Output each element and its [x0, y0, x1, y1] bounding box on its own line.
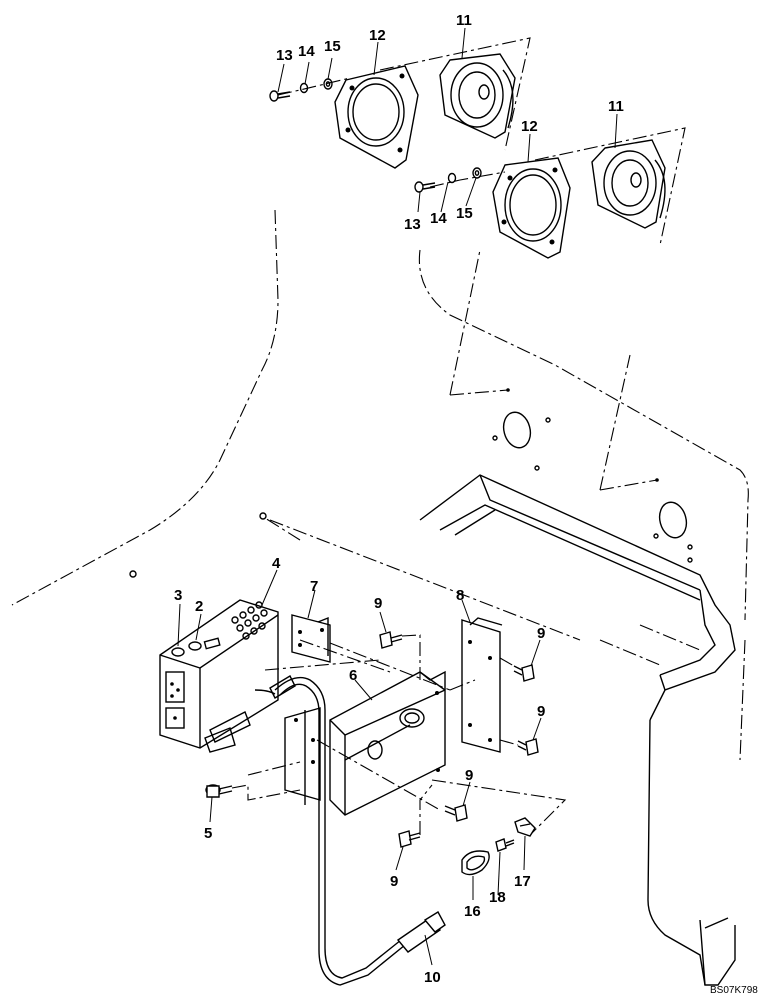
leader-lines	[177, 27, 618, 966]
projection-line	[449, 389, 509, 396]
callout-6: 6	[349, 667, 357, 684]
bolt	[444, 804, 468, 822]
speaker	[439, 53, 516, 139]
speaker-upper-set	[269, 37, 531, 169]
right-side-panel	[419, 474, 736, 986]
screw	[269, 90, 291, 102]
callout-18: 18	[489, 889, 506, 906]
callout-12: 12	[521, 118, 538, 135]
small-screw	[495, 838, 515, 852]
bolt	[513, 664, 535, 682]
callout-11: 11	[456, 12, 472, 29]
callout-15: 15	[324, 38, 341, 55]
radio-unit	[159, 599, 279, 753]
speaker	[591, 139, 666, 229]
drawing-code: BS07K798	[710, 985, 758, 996]
callout-9: 9	[465, 767, 473, 784]
callout-13: 13	[404, 216, 421, 233]
callout-2: 2	[195, 598, 203, 615]
callout-9: 9	[390, 873, 398, 890]
bolt	[517, 738, 539, 756]
bolt	[398, 830, 421, 848]
callout-3: 3	[174, 587, 182, 604]
radio-knob	[188, 641, 202, 651]
lock-washer	[299, 82, 309, 94]
lock-washer	[447, 172, 457, 184]
callout-4: 4	[272, 555, 281, 572]
projection-line	[449, 249, 481, 396]
bolt	[379, 631, 403, 649]
antenna-cable	[269, 675, 446, 986]
screw	[414, 181, 436, 193]
callout-16: 16	[464, 903, 481, 920]
callout-13: 13	[276, 47, 293, 64]
callout-7: 7	[310, 578, 318, 595]
speaker-bezel	[492, 157, 571, 259]
radio-knob	[171, 647, 185, 657]
cab-outline	[11, 209, 749, 761]
callout-8: 8	[456, 587, 464, 604]
mounting-bracket	[284, 670, 446, 816]
callout-labels: 13 14 15 12 11 12 11 13 14 15 3 2 4 7 9 …	[174, 12, 624, 986]
callout-12: 12	[369, 27, 386, 44]
callout-9: 9	[374, 595, 382, 612]
callout-14: 14	[430, 210, 447, 227]
clamp	[514, 817, 536, 837]
flat-washer	[472, 167, 482, 179]
cable-clip	[461, 850, 490, 876]
panel-holes	[129, 388, 693, 578]
speaker-bezel	[334, 65, 419, 169]
speaker-lower-set	[414, 127, 686, 259]
callout-11: 11	[608, 98, 624, 115]
callout-9: 9	[537, 625, 545, 642]
callout-17: 17	[514, 873, 531, 890]
callout-14: 14	[298, 43, 315, 60]
bolt-with-washer	[205, 784, 233, 798]
bracket-plate-small	[291, 614, 331, 663]
projection-line	[599, 479, 658, 491]
callout-10: 10	[424, 969, 441, 986]
assembly-projection-lines	[231, 634, 567, 836]
flat-washer	[323, 78, 333, 90]
callout-9: 9	[537, 703, 545, 720]
callout-15: 15	[456, 205, 473, 222]
callout-5: 5	[204, 825, 212, 842]
projection-line	[599, 354, 631, 491]
radio-keypad	[231, 601, 268, 640]
bracket-plate-large	[461, 617, 503, 753]
